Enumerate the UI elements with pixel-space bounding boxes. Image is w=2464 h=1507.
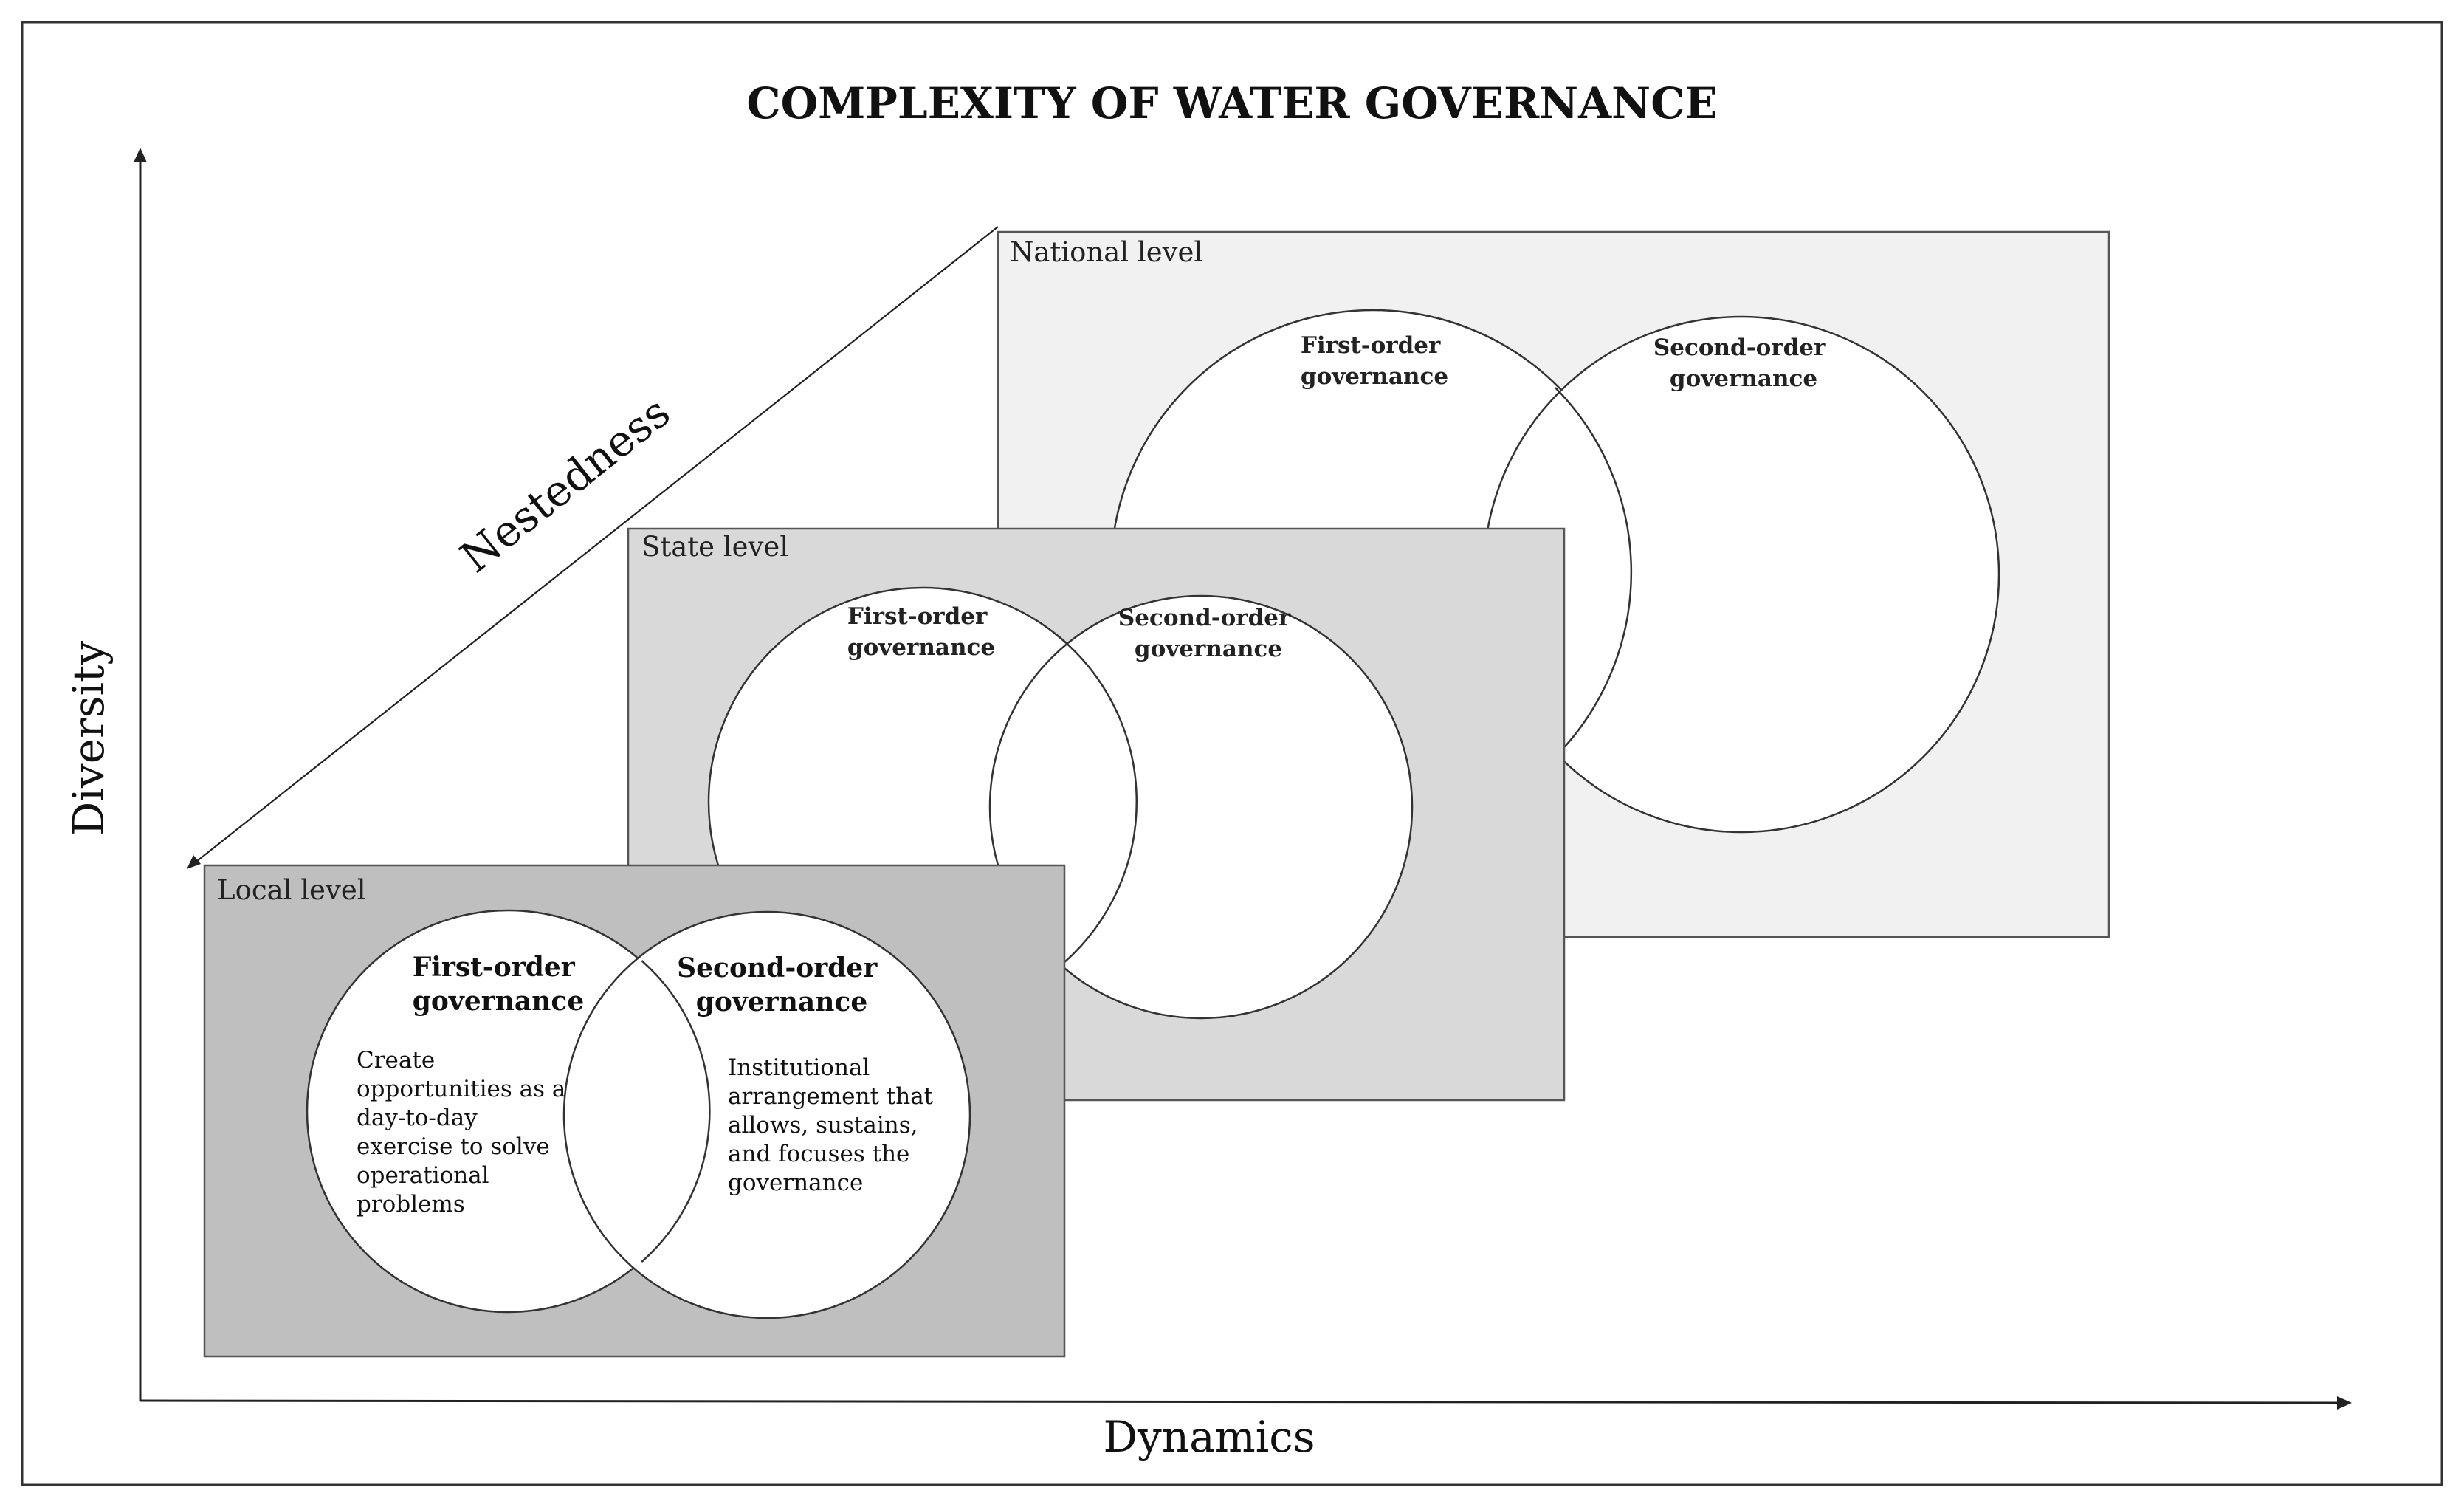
local-first-order-desc-line: opportunities as a bbox=[357, 1076, 565, 1102]
state-level-label: State level bbox=[641, 531, 788, 563]
local-first-order-desc-line: operational bbox=[357, 1162, 489, 1189]
local-first-order-line-2: governance bbox=[413, 986, 584, 1017]
local-second-order-desc-line: arrangement that bbox=[728, 1083, 934, 1110]
local-second-order-line-2: governance bbox=[696, 986, 867, 1017]
y-axis-label: Diversity bbox=[63, 641, 114, 836]
local-second-order-description: Institutional arrangement that allows, s… bbox=[728, 1054, 940, 1196]
local-second-order-desc-line: allows, sustains, bbox=[728, 1112, 918, 1139]
x-axis-line bbox=[140, 1399, 2341, 1404]
national-second-order-line-1: Second-order bbox=[1653, 334, 1826, 361]
axes bbox=[134, 148, 2352, 1410]
local-second-order-desc-line: governance bbox=[728, 1170, 863, 1196]
national-second-order-label: Second-order governance bbox=[1653, 334, 1834, 392]
nestedness-arrowhead bbox=[187, 855, 201, 869]
local-second-order-desc-line: Institutional bbox=[728, 1054, 870, 1081]
local-first-order-line-1: First-order bbox=[413, 952, 576, 983]
state-second-order-circle bbox=[988, 594, 1414, 1020]
national-first-order-line-2: governance bbox=[1301, 363, 1448, 390]
local-second-order-desc-line: and focuses the bbox=[728, 1141, 909, 1167]
national-first-order-line-1: First-order bbox=[1301, 332, 1441, 359]
page-title: COMPLEXITY OF WATER GOVERNANCE bbox=[746, 78, 1717, 128]
local-second-order-circle bbox=[562, 910, 971, 1319]
state-second-order-label: Second-order governance bbox=[1118, 605, 1298, 662]
local-second-order-line-1: Second-order bbox=[677, 952, 878, 984]
local-level-panel: Local level First-order governance Secon… bbox=[203, 864, 1066, 1358]
state-second-order-line-2: governance bbox=[1135, 636, 1282, 662]
y-axis-arrowhead bbox=[134, 148, 147, 162]
national-level-label: National level bbox=[1010, 236, 1202, 268]
state-first-order-label: First-order governance bbox=[847, 603, 995, 661]
local-level-label: Local level bbox=[217, 874, 366, 906]
local-first-order-desc-line: problems bbox=[357, 1191, 465, 1218]
local-first-order-desc-line: exercise to solve bbox=[357, 1133, 550, 1160]
local-first-order-label: First-order governance bbox=[413, 952, 585, 1017]
state-overlap-arc bbox=[1054, 633, 1138, 971]
local-overlap-arc bbox=[641, 960, 711, 1263]
local-second-order-label: Second-order governance bbox=[677, 952, 887, 1017]
state-first-order-line-1: First-order bbox=[847, 603, 988, 630]
state-first-order-line-2: governance bbox=[847, 634, 995, 661]
local-first-order-desc-line: day-to-day bbox=[357, 1105, 478, 1131]
x-axis-label: Dynamics bbox=[1104, 1412, 1315, 1462]
national-overlap-arc bbox=[1555, 387, 1633, 758]
local-first-order-description: Create opportunities as a day-to-day exe… bbox=[357, 1047, 573, 1218]
national-first-order-label: First-order governance bbox=[1301, 332, 1448, 390]
state-second-order-line-1: Second-order bbox=[1118, 605, 1291, 631]
nestedness-diagonal-line bbox=[193, 226, 999, 865]
x-axis-arrowhead bbox=[2337, 1396, 2352, 1410]
local-first-order-desc-line: Create bbox=[357, 1047, 435, 1074]
national-second-order-line-2: governance bbox=[1670, 365, 1817, 392]
